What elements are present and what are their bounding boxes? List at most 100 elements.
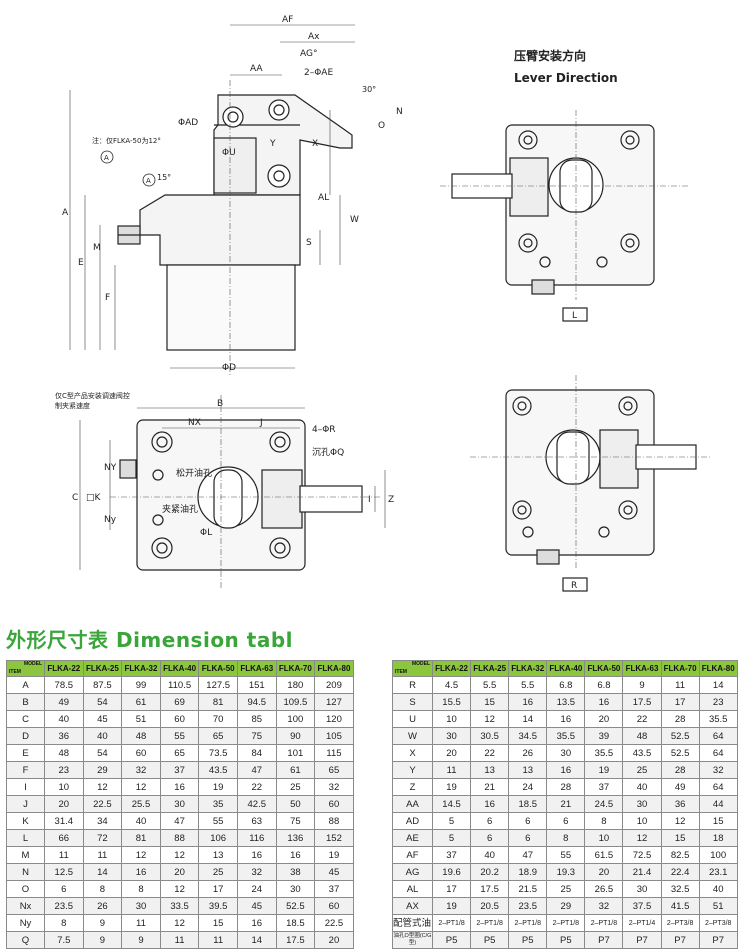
table-cell: 106 bbox=[198, 829, 238, 847]
dim-i: I bbox=[368, 495, 371, 505]
table-cell: 19 bbox=[314, 846, 354, 864]
table-cell: 127 bbox=[314, 693, 354, 711]
clamp-port-label: 夹紧油孔 bbox=[162, 503, 198, 515]
dim-n: N bbox=[396, 107, 403, 117]
table-cell: 6 bbox=[508, 829, 548, 847]
table-header-row: MODEL ITEM FLKA-22 FLKA-25 FLKA-32 FLKA-… bbox=[392, 660, 738, 677]
table-cell: 30 bbox=[622, 880, 662, 898]
model-header: FLKA-22 bbox=[431, 660, 472, 677]
table-cell: 2–PT1/4 bbox=[622, 914, 662, 932]
table-cell: 55 bbox=[198, 812, 238, 830]
table-cell: 99 bbox=[121, 676, 161, 694]
table-cell: 15 bbox=[660, 829, 700, 847]
table-cell: 73.5 bbox=[198, 744, 238, 762]
table-cell: P7 bbox=[622, 931, 662, 949]
table-cell: 12 bbox=[82, 778, 123, 796]
table-cell: 52.5 bbox=[275, 897, 316, 915]
table-cell: P5 bbox=[431, 931, 472, 949]
table-cell: 17 bbox=[431, 880, 472, 898]
table-cell: 10 bbox=[431, 710, 472, 728]
lever-title-cn: 压臂安装方向 bbox=[514, 48, 586, 63]
table-cell: 37 bbox=[584, 778, 624, 796]
table-cell: 22 bbox=[470, 744, 510, 762]
table-cell: 2–PT3/8 bbox=[660, 914, 700, 932]
table-cell: 6 bbox=[508, 812, 548, 830]
table-cell: 40 bbox=[698, 880, 738, 898]
table-cell: 49 bbox=[660, 778, 700, 796]
table-cell: 32 bbox=[584, 897, 624, 915]
dim-s: S bbox=[306, 238, 312, 248]
table-cell: 23.5 bbox=[508, 897, 548, 915]
table-row: 配管式油口2–PT1/82–PT1/82–PT1/82–PT1/82–PT1/8… bbox=[392, 914, 738, 932]
table-cell: 15 bbox=[470, 693, 510, 711]
note-flka50: 注：仅FLKA-50为12° bbox=[92, 136, 161, 145]
table-cell: 19 bbox=[431, 897, 472, 915]
table-cell: 30 bbox=[431, 727, 472, 745]
dim-af: AF bbox=[282, 15, 293, 25]
row-label: D bbox=[6, 727, 45, 745]
table-cell: 14 bbox=[508, 710, 548, 728]
table-cell: 32 bbox=[121, 761, 161, 779]
model-header: FLKA-40 bbox=[159, 660, 200, 677]
table-cell: 100 bbox=[698, 846, 738, 864]
section-title: 外形尺寸表 Dimension tabl bbox=[6, 627, 293, 652]
table-cell: 209 bbox=[314, 676, 354, 694]
table-cell: 69 bbox=[159, 693, 200, 711]
row-label: L bbox=[6, 829, 45, 847]
dim-ag: AG° bbox=[300, 49, 317, 59]
table-cell: 81 bbox=[121, 829, 161, 847]
lever-l-label: L bbox=[572, 311, 577, 321]
table-cell: 12 bbox=[470, 710, 510, 728]
row-label: J bbox=[6, 795, 45, 813]
table-cell: 6 bbox=[44, 880, 84, 898]
table-cell: 25.5 bbox=[121, 795, 161, 813]
row-label: AX bbox=[392, 897, 433, 915]
table-cell: 30.5 bbox=[470, 727, 510, 745]
table-cell: 24 bbox=[508, 778, 548, 796]
table-cell: 2–PT1/8 bbox=[470, 914, 510, 932]
row-label: E bbox=[6, 744, 45, 762]
row-label: X bbox=[392, 744, 433, 762]
table-cell: 33.5 bbox=[159, 897, 200, 915]
header-model: MODEL bbox=[23, 661, 42, 668]
table-cell: 48 bbox=[622, 727, 662, 745]
header-item: ITEM bbox=[9, 669, 21, 675]
table-cell: 2–PT1/8 bbox=[508, 914, 548, 932]
table-cell: 45 bbox=[82, 710, 123, 728]
table-cell: 17 bbox=[198, 880, 238, 898]
table-cell: 16 bbox=[584, 693, 624, 711]
table-cell: 20 bbox=[431, 744, 472, 762]
table-cell: 2–PT3/8 bbox=[698, 914, 738, 932]
table-cell: 26.5 bbox=[584, 880, 624, 898]
row-label: Z bbox=[392, 778, 433, 796]
table-cell: 17.5 bbox=[622, 693, 662, 711]
table-cell: 136 bbox=[275, 829, 316, 847]
table-cell: 36 bbox=[660, 795, 700, 813]
dim-c: C bbox=[72, 493, 78, 503]
table-cell: 60 bbox=[121, 744, 161, 762]
table-cell: 9 bbox=[121, 931, 161, 949]
table-cell: 61.5 bbox=[584, 846, 624, 864]
table-cell: 37.5 bbox=[622, 897, 662, 915]
table-cell: 60 bbox=[159, 710, 200, 728]
table-cell: 18.9 bbox=[508, 863, 548, 881]
table-cell: 4.5 bbox=[431, 676, 472, 694]
row-label: AD bbox=[392, 812, 433, 830]
row-label: Y bbox=[392, 761, 433, 779]
table-cell: 10 bbox=[622, 812, 662, 830]
table-cell: 64 bbox=[698, 744, 738, 762]
table-cell: 22 bbox=[236, 778, 277, 796]
dim-aa: AA bbox=[250, 64, 263, 74]
model-header: FLKA-32 bbox=[121, 660, 161, 677]
table-cell: 6.8 bbox=[584, 676, 624, 694]
table-cell: 116 bbox=[236, 829, 277, 847]
holes-label: 4–ΦR bbox=[312, 425, 336, 435]
table-cell: 12 bbox=[121, 778, 161, 796]
